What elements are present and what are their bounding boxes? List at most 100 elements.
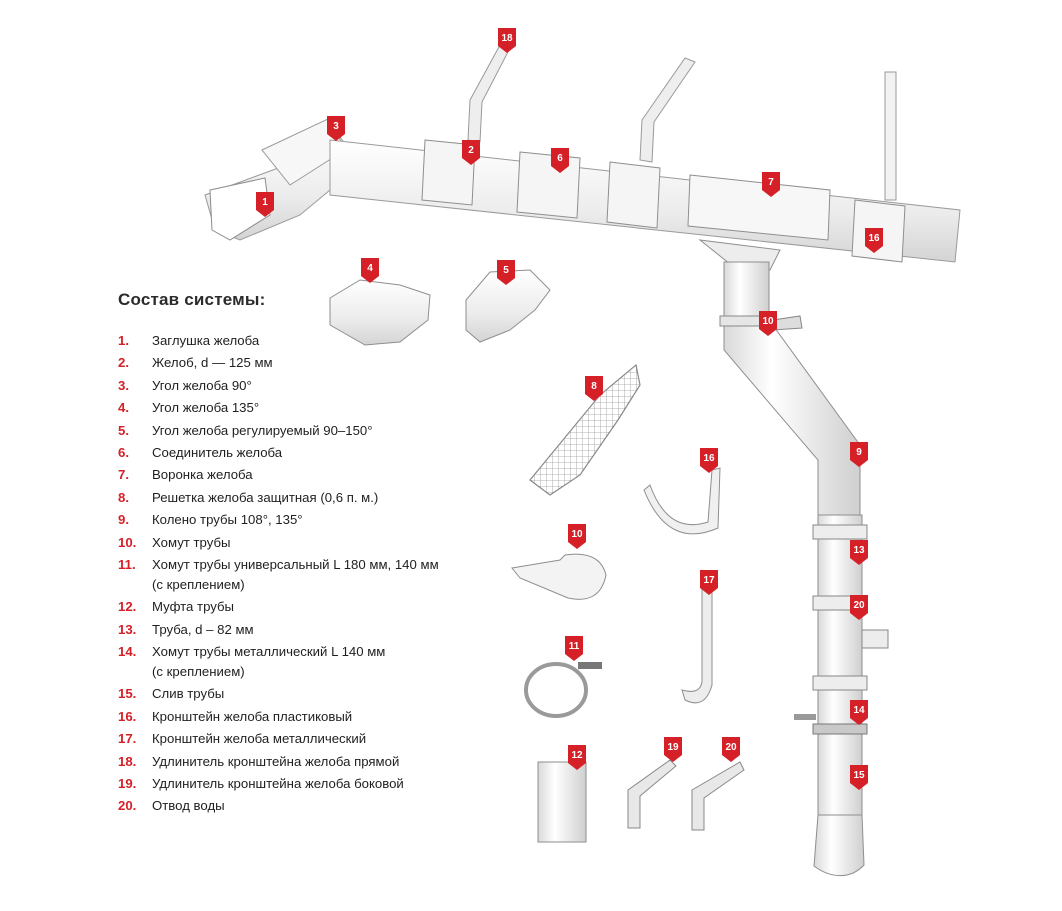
pipe-clamp-universal [524,662,588,718]
legend-item: 6. Соединитель желоба [118,443,518,463]
number-tag-marker [585,376,603,401]
bracket-metal-top [884,71,897,201]
legend-item: 12.Муфта трубы [118,597,518,617]
gutter-bracket-metal [681,579,713,704]
number-tag-label: 12 [571,750,583,761]
gutter-guard-mesh [529,363,641,496]
legend-item: 7. Воронка желоба [118,465,518,485]
legend-item: 9. Колено трубы 108°, 135° [118,510,518,530]
legend-item: 5.Угол желоба регулируемый 90–150° [118,421,518,441]
legend-item-number: 19. [118,776,137,792]
number-tag-marker [850,540,868,565]
number-tag-marker [256,192,274,217]
number-tag: 19 [664,737,682,762]
pipe-clamp-loose [511,553,607,600]
number-tag: 11 [565,636,583,661]
legend-item-text: Хомут трубы металлический L 140 мм (с кр… [152,644,386,680]
number-tag-label: 14 [853,705,865,716]
legend-item-text: Колено трубы 108°, 135° [152,512,303,528]
number-tag: 20 [722,737,740,762]
legend-item-text: Слив трубы [152,686,225,702]
legend-item-text: Угол желоба 135° [152,400,260,416]
number-tag-marker [568,524,586,549]
number-tag-label: 20 [853,600,865,611]
number-tag-label: 16 [703,453,715,464]
legend-item-number: 11. [118,556,136,572]
gutter-connector-c [606,161,661,229]
legend-item: 18.Удлинитель кронштейна желоба прямой [118,752,518,772]
legend-item-number: 17. [118,731,137,747]
legend-item: 10.Хомут трубы [118,533,518,553]
bracket-extension-side [691,761,745,831]
legend-item-text: Удлинитель кронштейна желоба боковой [152,776,404,792]
legend-item: 20.Отвод воды [118,796,518,816]
gutter-angle-135 [329,279,431,346]
legend-item-number: 13. [118,621,137,637]
number-tag-marker [865,228,883,253]
number-tag-label: 7 [768,177,774,188]
pipe-coupling-3 [812,675,868,691]
legend-item: 17. Кронштейн желоба металлический [118,729,518,749]
legend-item-number: 6. [118,444,129,460]
number-tag-marker [759,311,777,336]
number-tag-label: 20 [725,742,737,753]
legend-item-number: 9. [118,512,129,528]
gutter-assembly [204,44,961,877]
number-tag-marker [850,765,868,790]
number-tag-marker [551,148,569,173]
number-tag-label: 10 [571,529,583,540]
number-tag: 15 [850,765,868,790]
number-tag: 6 [551,148,569,173]
legend-title: Состав системы: [118,290,266,309]
legend-item-number: 7. [118,467,129,483]
number-tag-marker [497,260,515,285]
number-tag: 2 [462,140,480,165]
legend-item: 15.Слив трубы [118,684,518,704]
number-tag-label: 8 [591,381,597,392]
number-tag: 12 [568,745,586,770]
gutter-connector-b [516,151,581,219]
number-tag-label: 19 [667,742,679,753]
number-tag-marker [565,636,583,661]
number-tag: 10 [568,524,586,549]
legend-item: 2.Желоб, d — 125 мм [118,353,518,373]
legend-item-text: Кронштейн желоба металлический [152,731,367,747]
legend-item-text: Соединитель желоба [152,444,283,460]
legend-item-text: Решетка желоба защитная (0,6 п. м.) [152,489,379,505]
legend-item: 3.Угол желоба 90° [118,376,518,396]
number-tag-marker [361,258,379,283]
number-tag-marker [664,737,682,762]
legend-item: 13. Труба, d – 82 мм [118,620,518,640]
number-tag-marker [700,448,718,473]
pipe-coupling-loose [537,761,587,843]
legend-item-text: Муфта трубы [152,599,235,615]
legend-item-text: Воронка желоба [152,467,253,483]
number-tag-marker [498,28,516,53]
legend-item-text: Отвод воды [152,798,225,814]
number-tag: 14 [850,700,868,725]
gutter-connector-d [687,174,831,241]
bracket-extension-straight [627,759,677,829]
legend-item-number: 18. [118,753,137,769]
legend-item-number: 3. [118,377,129,393]
number-tag-marker [850,700,868,725]
pipe-elbow-angled [723,319,861,521]
number-tag-label: 1 [262,197,268,208]
number-tag: 10 [759,311,777,336]
number-tag-label: 16 [868,233,880,244]
legend-item-number: 8. [118,489,129,505]
number-tag-marker [850,595,868,620]
number-tag: 16 [865,228,883,253]
number-tag-label: 9 [856,447,862,458]
number-tag: 4 [361,258,379,283]
bracket-extension-middle [639,57,696,163]
legend-item-number: 1. [118,333,129,348]
legend-item-text: Труба, d – 82 мм [152,621,254,637]
number-tag-marker [722,737,740,762]
legend-item-number: 14. [118,644,137,660]
number-tag-label: 17 [703,575,715,586]
number-tag-label: 18 [501,33,513,44]
